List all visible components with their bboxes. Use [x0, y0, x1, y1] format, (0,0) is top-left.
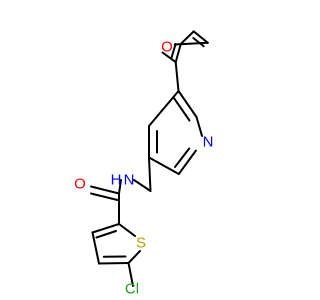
bond-th-s-c2 [118, 223, 136, 237]
bond-furan-c5-o [173, 41, 209, 46]
bonds [90, 30, 209, 287]
bond-py-n-c3-inner [174, 147, 191, 168]
atom-labels: O N N H O S Cl [74, 39, 213, 298]
bond-furan-pyridine [174, 61, 180, 92]
bond-py-c2-n [195, 116, 203, 137]
bond-th-c2-c3 [91, 223, 120, 234]
bond-furan-c4-c5 [192, 30, 209, 44]
bond-py-c5-c1 [148, 90, 180, 127]
bond-py-c1-c2-inner [173, 97, 191, 122]
bond-furan-c3-c4 [179, 30, 195, 45]
atom-chlorine: Cl [125, 281, 139, 298]
atom-thiophene-sulfur: S [136, 235, 146, 252]
bond-th-c3-c4 [91, 231, 100, 265]
atom-amide-nitrogen: N [124, 172, 135, 189]
atom-pyridine-nitrogen: N [203, 134, 214, 151]
bond-th-c2-c3-inner [95, 230, 117, 239]
bond-furan-c2-c3-inner [170, 43, 177, 59]
bond-py-n-c3 [177, 149, 197, 175]
bond-carbonyl-o [90, 185, 120, 195]
bond-ch2-nh [133, 179, 152, 192]
bond-furan-o-c2 [161, 51, 177, 64]
atom-furan-oxygen: O [161, 39, 173, 56]
bond-furan-c2-c3 [174, 43, 182, 64]
atom-amide-hydrogen: H [111, 172, 122, 189]
bond-th-c5-cl [127, 262, 134, 287]
atom-carbonyl-oxygen: O [74, 176, 86, 193]
bond-nh-carbonyl [118, 179, 122, 195]
bond-py-c1-c2 [177, 90, 198, 118]
bond-py-c3-c4 [148, 156, 180, 175]
chemical-structure: O N N H O S Cl [74, 30, 213, 298]
bond-furan-c4-c5-inner [192, 37, 205, 48]
bond-th-c5-s [127, 250, 141, 264]
bond-carbonyl-o-second [90, 192, 119, 201]
bond-py-ch2 [148, 156, 152, 192]
bond-th-c4-c5 [98, 262, 130, 265]
